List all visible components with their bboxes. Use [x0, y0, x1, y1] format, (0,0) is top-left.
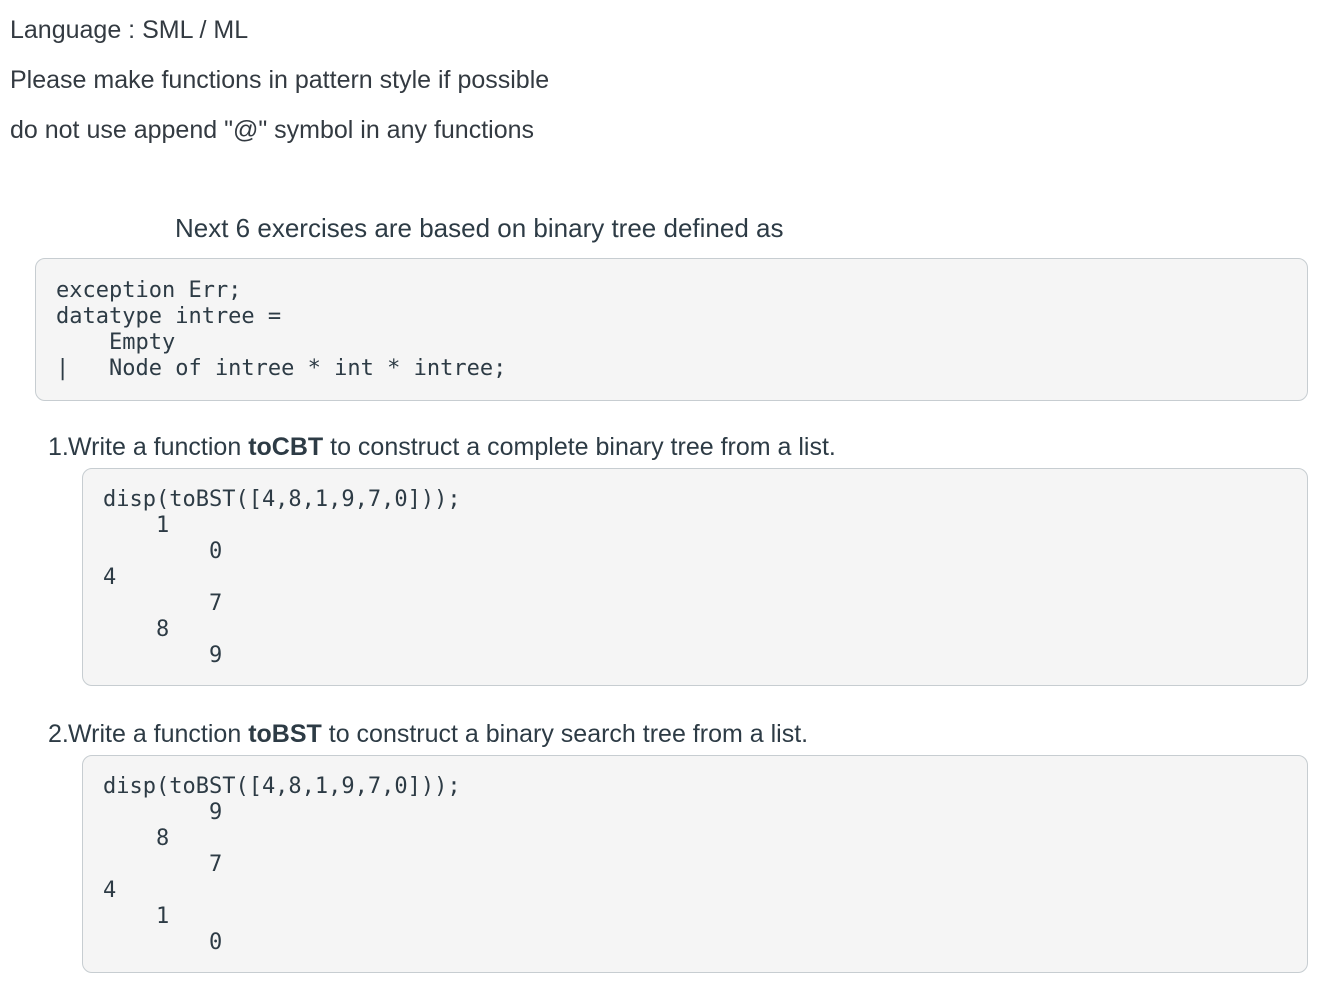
exercise-2-prompt-before: Write a function: [68, 720, 249, 748]
intro-section: Language : SML / ML Please make function…: [10, 5, 1330, 155]
exercise-2-prompt: Write a function toBST to construct a bi…: [68, 720, 808, 748]
exercise-2-prompt-after: to construct a binary search tree from a…: [321, 720, 809, 748]
exercise-1-prompt-after: to construct a complete binary tree from…: [323, 433, 836, 461]
exercise-1-prompt: Write a function toCBT to construct a co…: [68, 433, 836, 461]
intro-line-pattern-style: Please make functions in pattern style i…: [10, 66, 550, 94]
exercise-1-function-name: toCBT: [248, 433, 324, 461]
intro-line-language: Language : SML / ML: [10, 16, 249, 44]
exercise-1-prompt-before: Write a function: [68, 433, 249, 461]
exercise-item-1: 1. Write a function toCBT to construct a…: [10, 432, 1330, 686]
exercise-1-output-code-block: disp(toBST([4,8,1,9,7,0])); 1 0 4 7 8 9: [82, 468, 1308, 686]
exercise-list: 1. Write a function toCBT to construct a…: [10, 432, 1330, 973]
exercise-1-number: 1.: [48, 433, 69, 461]
exercise-2-output-code-block: disp(toBST([4,8,1,9,7,0])); 9 8 7 4 1 0: [82, 755, 1308, 973]
exercise-2-function-name: toBST: [248, 720, 322, 748]
intro-line-no-append: do not use append "@" symbol in any func…: [10, 116, 534, 144]
exercise-2-number: 2.: [48, 720, 69, 748]
tree-definition-code-block: exception Err; datatype intree = Empty |…: [35, 258, 1308, 401]
section-heading: Next 6 exercises are based on binary tre…: [175, 213, 784, 243]
exercise-item-2: 2. Write a function toBST to construct a…: [10, 719, 1330, 973]
